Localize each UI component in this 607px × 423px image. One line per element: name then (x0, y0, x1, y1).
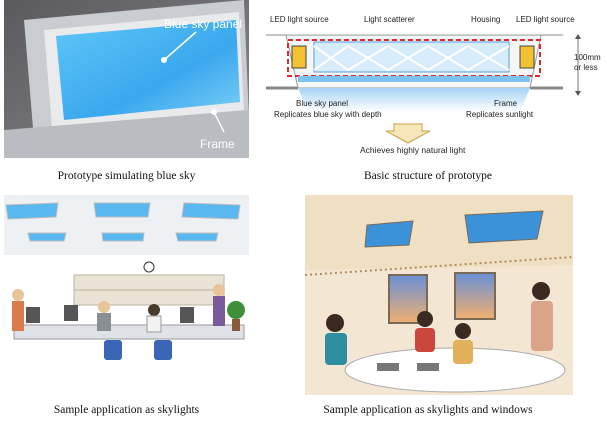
label-height-2: or less (574, 63, 598, 72)
label-led-left: LED light source (270, 15, 329, 24)
photo-panel-label: Blue sky panel (164, 17, 242, 31)
office-caption: Sample application as skylights (53, 404, 200, 416)
photo-frame-label: Frame (200, 137, 235, 151)
photo-caption: Prototype simulating blue sky (57, 170, 196, 182)
label-frame: Frame (494, 99, 518, 108)
label-result: Achieves highly natural light (360, 145, 466, 155)
label-scatterer: Light scatterer (364, 15, 415, 24)
label-housing: Housing (471, 15, 500, 24)
label-height-1: 100mm (574, 53, 601, 62)
diagram-caption: Basic structure of prototype (363, 170, 493, 182)
office-illustration (4, 195, 249, 395)
label-led-right: LED light source (516, 15, 575, 24)
label-panel-desc: Replicates blue sky with depth (274, 110, 382, 119)
label-frame-desc: Replicates sunlight (466, 110, 534, 119)
label-panel: Blue sky panel (296, 99, 348, 108)
room-caption: Sample application as skylights and wind… (323, 404, 533, 416)
room-illustration (305, 195, 573, 395)
prototype-photo: Blue sky panel Frame (4, 0, 249, 158)
structure-diagram: LED light source Light scatterer Housing… (258, 0, 607, 165)
